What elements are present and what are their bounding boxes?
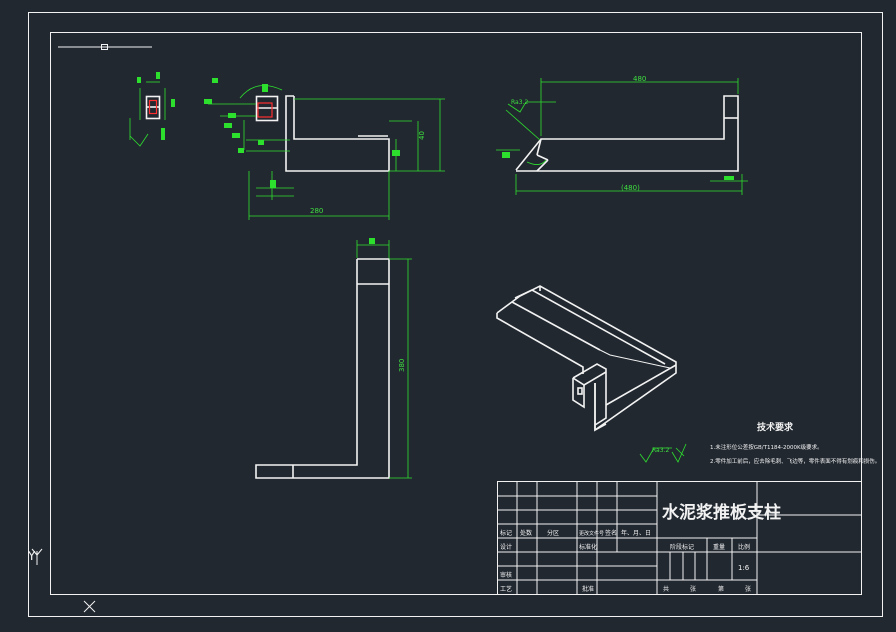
tb-label-zone: 分区 — [547, 529, 559, 537]
outer-frame — [28, 12, 883, 617]
tb-sheet-no: 第 — [718, 585, 724, 593]
tb-label-date: 年、月、日 — [621, 529, 651, 537]
side-view-small — [129, 72, 175, 147]
inner-frame — [50, 32, 862, 595]
tb-sheet-no-unit: 张 — [745, 585, 751, 593]
tb-col-weight: 重量 — [713, 543, 725, 551]
tb-label-mark: 标记 — [500, 529, 512, 537]
tech-req-line-2: 2.零件加工前后，应去除毛刺、飞边等，零件表面不得有划痕和损伤。 — [710, 457, 880, 465]
tb-label-change-doc: 更改文件号 — [579, 530, 604, 537]
dim-bottom-length: (480) — [621, 184, 640, 192]
scroll-indicator-handle[interactable] — [101, 44, 108, 50]
side-view-large — [255, 238, 412, 479]
top-view — [496, 78, 748, 195]
tb-role-approve: 批准 — [582, 585, 594, 593]
roughness-label-main: Ra3.2 — [652, 447, 669, 454]
dim-top-length: 480 — [633, 75, 646, 83]
tb-scale-value: 1:6 — [738, 564, 750, 572]
ucs-y-label: Y — [27, 549, 36, 563]
dim-base-length: 280 — [310, 207, 323, 215]
roughness-label-top: Ra3.2 — [511, 99, 528, 106]
tech-req-title: 技术要求 — [757, 421, 794, 433]
dim-height: 380 — [398, 359, 406, 372]
front-view — [204, 78, 445, 220]
tb-col-scale: 比例 — [738, 543, 750, 551]
tb-col-stage: 阶段标记 — [670, 543, 694, 551]
dim-side-height-right: 40 — [418, 131, 426, 140]
tb-sheet-total: 共 — [663, 585, 669, 593]
drawing-title: 水泥浆推板支柱 — [662, 502, 781, 523]
tb-label-signature: 签名 — [605, 529, 617, 537]
tb-role-process: 工艺 — [500, 585, 512, 593]
tb-role-review: 审核 — [500, 571, 512, 579]
tb-sheet-total-unit: 张 — [690, 585, 696, 593]
tech-req-line-1: 1.未注形位公差按GB/T1184-2000K级要求。 — [710, 443, 823, 451]
tb-label-count: 处数 — [520, 529, 532, 537]
title-block — [497, 481, 862, 595]
tb-role-standard: 标准化 — [579, 543, 597, 551]
tb-role-design: 设计 — [500, 543, 512, 551]
isometric-view — [496, 285, 677, 432]
ucs-icon — [31, 548, 96, 613]
roughness-symbol-group — [639, 443, 687, 463]
